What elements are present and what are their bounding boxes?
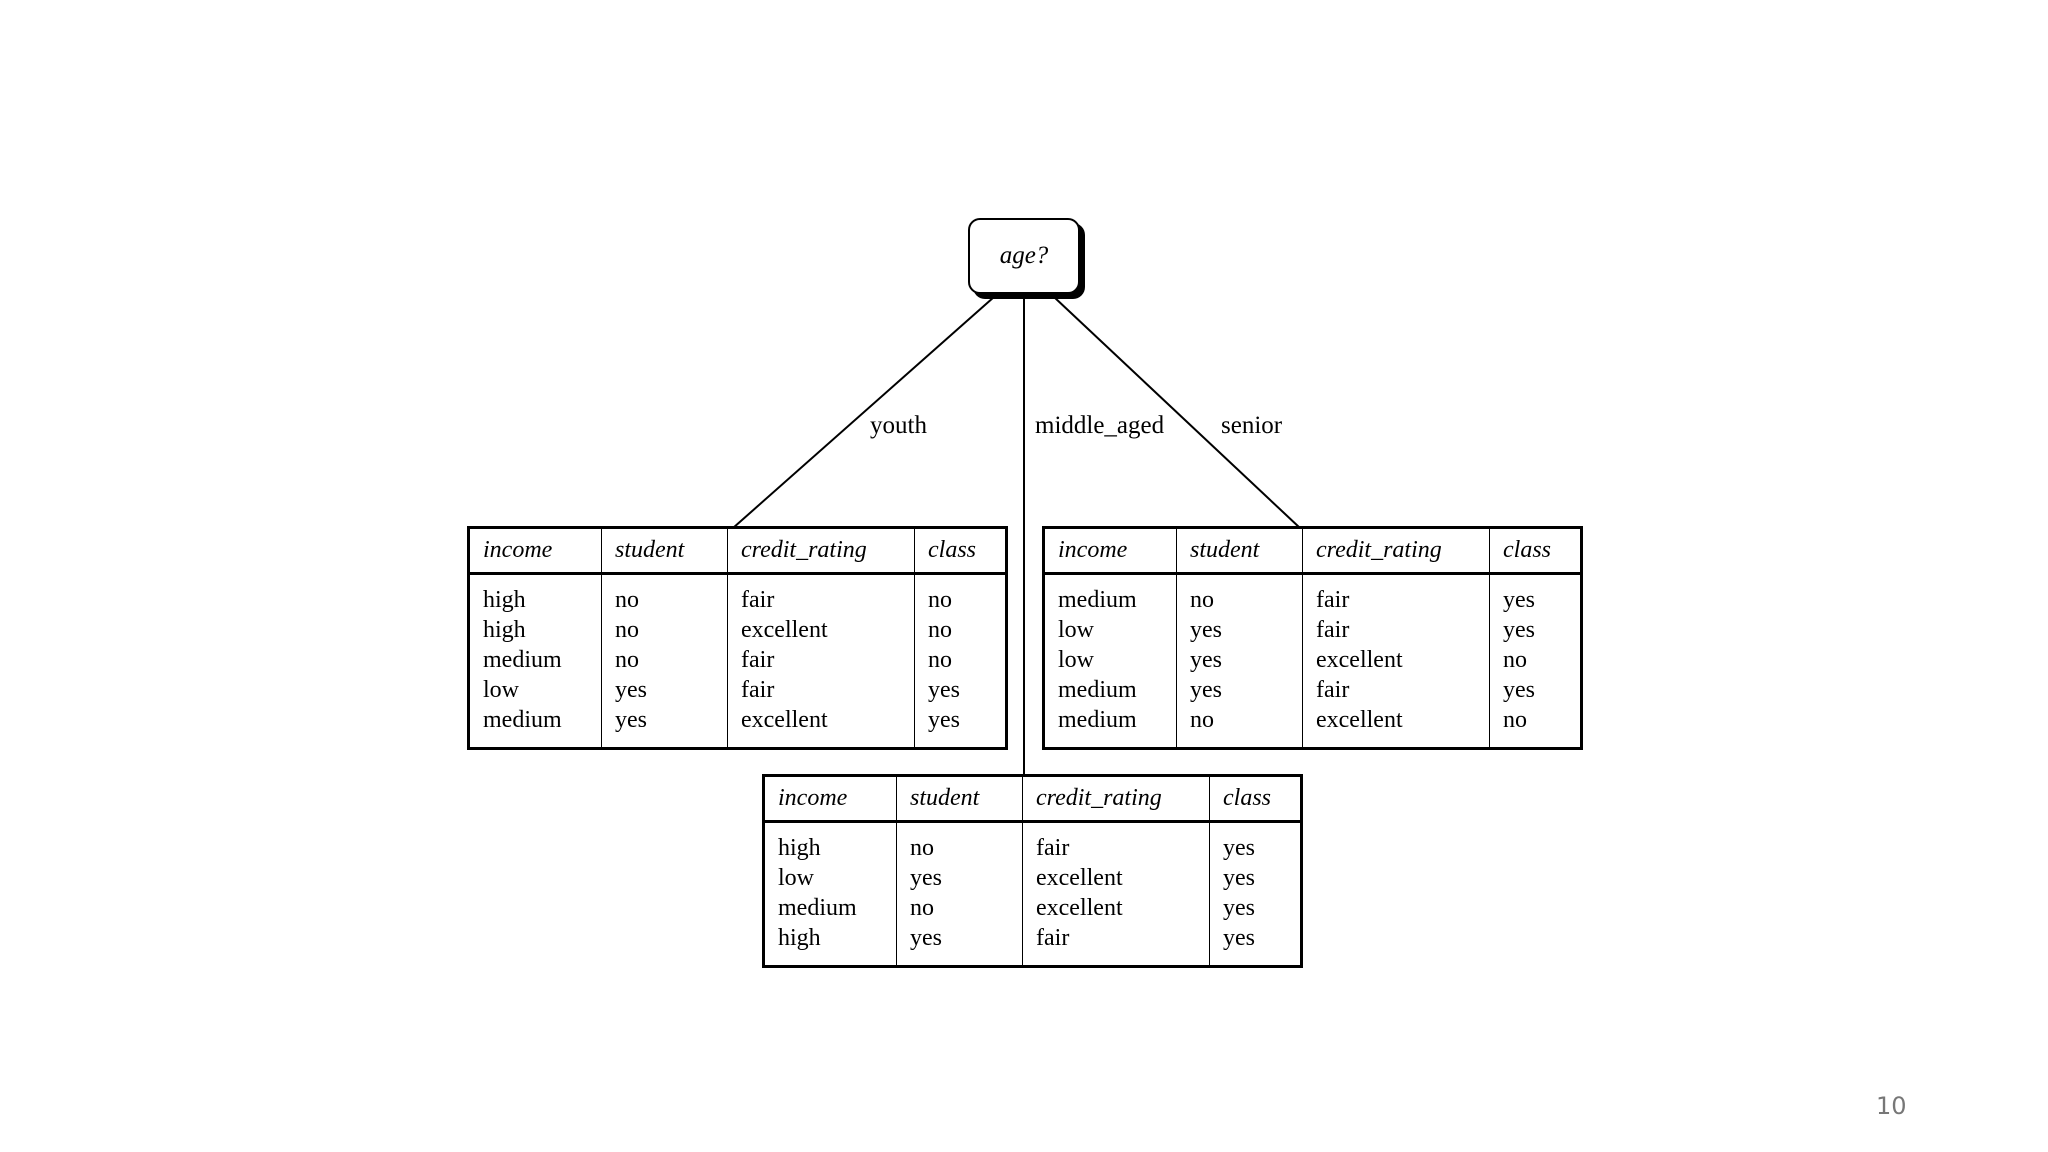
cell-student: yes [1176,645,1303,675]
table-row: medium no fair yes [1044,573,1582,615]
table-middle-aged: income student credit_rating class high … [762,774,1303,968]
cell-student: no [601,573,728,615]
cell-class: yes [1209,863,1302,893]
cell-income: low [778,865,814,891]
header-credit-rating: credit_rating [1022,775,1210,823]
cell-class: no [1489,705,1582,749]
cell-credit-rating: fair [727,573,915,615]
table-row: high no fair yes [764,821,1302,863]
header-student: student [896,775,1023,823]
table-row: high yes fair yes [764,923,1302,967]
root-node-label: age? [999,242,1049,269]
cell-credit-rating: fair [1302,573,1490,615]
table-youth: income student credit_rating class high … [467,526,1008,750]
table-header-row: income student credit_rating class [468,527,1007,575]
cell-class: yes [914,675,1007,705]
root-node-age: age? [968,218,1080,294]
header-class: class [1489,527,1582,575]
cell-class: yes [1209,893,1302,923]
cell-class: no [914,573,1007,615]
table-header-row: income student credit_rating class [1043,527,1582,575]
table-row: medium no fair no [469,645,1007,675]
cell-class: yes [1209,923,1302,967]
table-row: medium no excellent yes [764,893,1302,923]
table-row: low yes excellent no [1044,645,1582,675]
cell-class: yes [1489,615,1582,645]
cell-income: low [483,677,519,703]
cell-credit-rating: excellent [1302,705,1490,749]
cell-income: low [1058,647,1094,673]
table-row: low yes fair yes [469,675,1007,705]
cell-class: yes [1209,821,1302,863]
cell-credit-rating: fair [727,675,915,705]
header-student: student [601,527,728,575]
cell-student: yes [601,705,728,749]
table-row: high no fair no [469,573,1007,615]
cell-class: yes [914,705,1007,749]
cell-income: medium [483,647,562,673]
table-header-row: income student credit_rating class [763,775,1302,823]
header-student: student [1176,527,1303,575]
table-row: medium yes fair yes [1044,675,1582,705]
table-row: low yes fair yes [1044,615,1582,645]
cell-credit-rating: fair [727,645,915,675]
header-income: income [763,775,897,823]
table-row: medium no excellent no [1044,705,1582,749]
branch-label-youth: youth [870,412,927,439]
cell-income: medium [483,707,562,733]
cell-income: high [778,925,821,951]
cell-credit-rating: excellent [727,705,915,749]
cell-student: yes [896,863,1023,893]
cell-income: high [483,617,526,643]
cell-credit-rating: fair [1022,821,1210,863]
cell-class: no [1489,645,1582,675]
branch-label-middle-aged: middle_aged [1035,412,1165,439]
cell-income: high [483,587,526,613]
header-class: class [914,527,1007,575]
cell-student: no [896,821,1023,863]
cell-credit-rating: excellent [1022,893,1210,923]
table-row: medium yes excellent yes [469,705,1007,749]
cell-class: yes [1489,573,1582,615]
edge-youth [732,296,995,529]
table-row: low yes excellent yes [764,863,1302,893]
cell-income: medium [1058,707,1137,733]
cell-student: yes [1176,675,1303,705]
table-row: high no excellent no [469,615,1007,645]
cell-student: yes [601,675,728,705]
table-senior: income student credit_rating class mediu… [1042,526,1583,750]
header-credit-rating: credit_rating [727,527,915,575]
cell-income: medium [1058,677,1137,703]
cell-student: no [601,615,728,645]
cell-class: no [914,645,1007,675]
branch-label-senior: senior [1221,412,1283,439]
cell-income: medium [778,895,857,921]
cell-class: yes [1489,675,1582,705]
cell-student: no [1176,705,1303,749]
cell-income: high [778,835,821,861]
header-class: class [1209,775,1302,823]
cell-student: yes [1176,615,1303,645]
cell-class: no [914,615,1007,645]
cell-credit-rating: fair [1022,923,1210,967]
cell-student: no [601,645,728,675]
cell-credit-rating: excellent [1022,863,1210,893]
header-income: income [468,527,602,575]
cell-credit-rating: fair [1302,675,1490,705]
cell-income: medium [1058,587,1137,613]
cell-student: yes [896,923,1023,967]
page-number: 10 [1876,1092,1907,1120]
cell-student: no [896,893,1023,923]
cell-credit-rating: fair [1302,615,1490,645]
header-income: income [1043,527,1177,575]
cell-income: low [1058,617,1094,643]
cell-credit-rating: excellent [727,615,915,645]
header-credit-rating: credit_rating [1302,527,1490,575]
cell-student: no [1176,573,1303,615]
cell-credit-rating: excellent [1302,645,1490,675]
